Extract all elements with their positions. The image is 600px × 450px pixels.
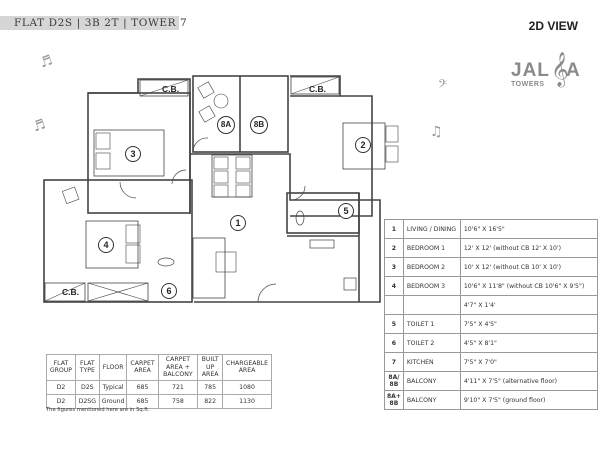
logo-text-right: A: [566, 60, 580, 81]
cupboard-label: C.B.: [162, 84, 179, 94]
column-header: CHARGEABLE AREA: [222, 354, 272, 381]
column-header: FLOOR: [98, 354, 128, 381]
row-number: [384, 295, 404, 315]
table-cell: Ground: [98, 393, 128, 409]
table-row: D2 D2SG Ground 685 758 822 1130: [46, 393, 272, 409]
table-row: 4 BEDROOM 3 10'6" X 11'8" (without CB 10…: [384, 276, 599, 296]
table-row: 2 BEDROOM 1 12' X 12' (without CB 12' X …: [384, 238, 599, 258]
bass-clef-icon: 𝄢: [438, 78, 448, 94]
logo-text-left: JAL: [511, 60, 550, 81]
area-table: FLAT GROUP FLAT TYPE FLOOR CARPET AREA C…: [46, 354, 272, 409]
table-cell: 685: [126, 379, 159, 395]
treble-clef-icon: 𝄞: [551, 52, 569, 87]
table-cell: 785: [197, 379, 224, 395]
room-name: TOILET 2: [402, 333, 461, 353]
room-name: KITCHEN: [402, 352, 461, 372]
column-header: FLAT GROUP: [46, 354, 76, 381]
room-size: 10'6" X 11'8" (without CB 10'6" X 9'5"): [459, 276, 599, 296]
table-row: 3 BEDROOM 2 10' X 12' (without CB 10' X …: [384, 257, 599, 277]
cupboard-label: C.B.: [309, 84, 326, 94]
table-row: 5 TOILET 1 7'5" X 4'5": [384, 314, 599, 334]
table-header-row: FLAT GROUP FLAT TYPE FLOOR CARPET AREA C…: [46, 354, 272, 381]
room-marker-4[interactable]: 4: [98, 237, 114, 253]
row-number: 8A/ 8B: [384, 371, 404, 391]
room-size: 4'7" X 1'4': [459, 295, 599, 315]
table-row: 7 KITCHEN 7'5" X 7'0": [384, 352, 599, 372]
room-size: 10'6" X 16'5": [459, 219, 599, 239]
table-cell: 685: [126, 393, 159, 409]
table-cell: D2S: [74, 379, 100, 395]
room-marker-3[interactable]: 3: [125, 146, 141, 162]
table-cell: 1080: [222, 379, 272, 395]
jalsa-towers-logo: JAL 𝄞 A TOWERS: [507, 52, 585, 100]
room-size: 9'10" X 7'5" (ground floor): [459, 390, 599, 410]
table-cell: 822: [197, 393, 224, 409]
room-dimensions-table: 1 LIVING / DINING 10'6" X 16'5" 2 BEDROO…: [384, 219, 599, 410]
room-name: BEDROOM 3: [402, 276, 461, 296]
table-row: 4'7" X 1'4': [384, 295, 599, 315]
column-header: FLAT TYPE: [74, 354, 100, 381]
row-number: 7: [384, 352, 404, 372]
column-header: BUILT UP AREA: [197, 354, 224, 381]
table-cell: 721: [157, 379, 199, 395]
room-size: 12' X 12' (without CB 12' X 10'): [459, 238, 599, 258]
table-row: 8A/ 8B BALCONY 4'11" X 7'5" (alternative…: [384, 371, 599, 391]
row-number: 3: [384, 257, 404, 277]
table-cell: 1130: [222, 393, 272, 409]
row-number: 6: [384, 333, 404, 353]
row-number: 8A+ 8B: [384, 390, 404, 410]
table-row: 6 TOILET 2 4'5" X 8'1": [384, 333, 599, 353]
table-row: D2 D2S Typical 685 721 785 1080: [46, 379, 272, 395]
row-number: 1: [384, 219, 404, 239]
room-name: BEDROOM 2: [402, 257, 461, 277]
table-cell: Typical: [98, 379, 128, 395]
room-size: 4'5" X 8'1": [459, 333, 599, 353]
column-header: CARPET AREA + BALCONY: [157, 354, 199, 381]
table-row: 1 LIVING / DINING 10'6" X 16'5": [384, 219, 599, 239]
music-note-icon: ♫: [430, 124, 443, 140]
logo-subtitle: TOWERS: [511, 81, 545, 88]
table-cell: D2: [46, 393, 76, 409]
room-size: 10' X 12' (without CB 10' X 10'): [459, 257, 599, 277]
room-name: LIVING / DINING: [402, 219, 461, 239]
room-size: 4'11" X 7'5" (alternative floor): [459, 371, 599, 391]
room-name: [402, 295, 461, 315]
row-number: 5: [384, 314, 404, 334]
row-number: 2: [384, 238, 404, 258]
room-marker-2[interactable]: 2: [355, 137, 371, 153]
column-header: CARPET AREA: [126, 354, 159, 381]
room-name: TOILET 1: [402, 314, 461, 334]
room-size: 7'5" X 4'5": [459, 314, 599, 334]
table-cell: 758: [157, 393, 199, 409]
view-mode-label[interactable]: 2D VIEW: [528, 19, 578, 33]
walls: [43, 75, 381, 303]
room-marker-6[interactable]: 6: [161, 283, 177, 299]
room-name: BALCONY: [402, 371, 461, 391]
room-marker-5[interactable]: 5: [338, 203, 354, 219]
page-title: FLAT D2S | 3B 2T | TOWER 7: [14, 17, 188, 29]
table-cell: D2: [46, 379, 76, 395]
title-bar: [0, 16, 179, 30]
cupboard-label: C.B.: [62, 287, 79, 297]
room-name: BEDROOM 1: [402, 238, 461, 258]
room-name: BALCONY: [402, 390, 461, 410]
units-footnote: The figures mentioned here are in Sq.ft.: [46, 407, 150, 413]
room-marker-1[interactable]: 1: [230, 215, 246, 231]
row-number: 4: [384, 276, 404, 296]
table-cell: D2SG: [74, 393, 100, 409]
room-marker-8b[interactable]: 8B: [250, 116, 268, 134]
room-size: 7'5" X 7'0": [459, 352, 599, 372]
table-row: 8A+ 8B BALCONY 9'10" X 7'5" (ground floo…: [384, 390, 599, 410]
room-marker-8a[interactable]: 8A: [217, 116, 235, 134]
